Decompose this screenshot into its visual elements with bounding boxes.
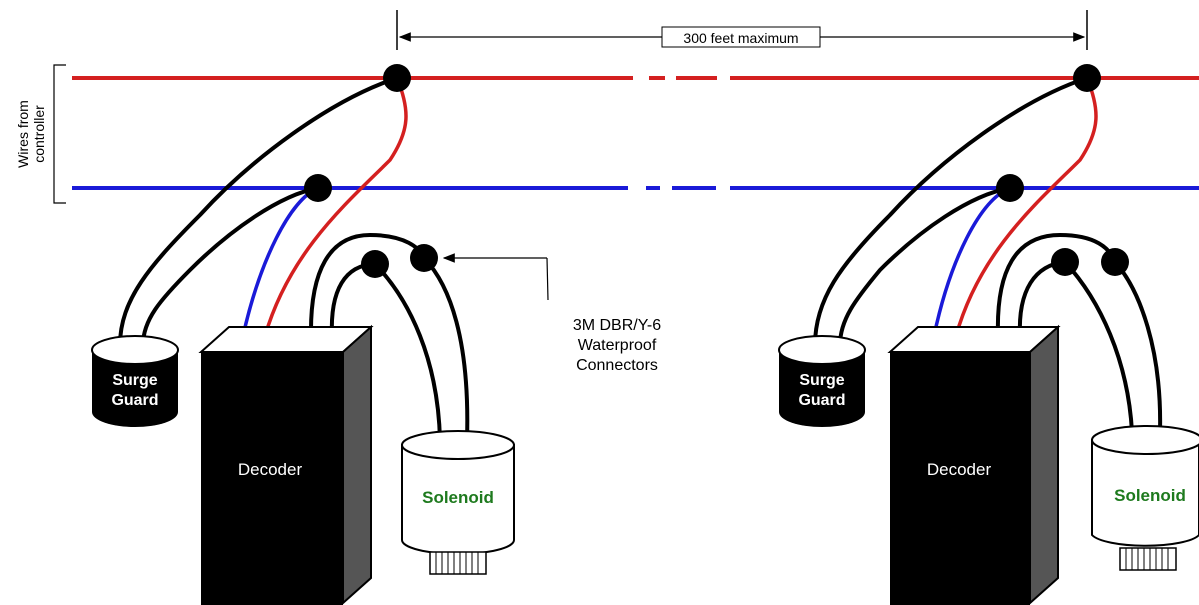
surge-guard-label-line1: Surge <box>799 372 844 389</box>
solenoid-label: Solenoid <box>1114 486 1186 505</box>
dimension-indicator: 300 feet maximum <box>396 10 1088 50</box>
dimension-label: 300 feet maximum <box>683 30 798 46</box>
unit-2: Surge Guard Decoder Solenoid <box>778 64 1199 605</box>
surge-guard-label-line2: Guard <box>798 392 845 409</box>
splice-connector <box>1051 248 1079 276</box>
callout-line1: 3M DBR/Y-6 <box>573 317 661 334</box>
solenoid: Solenoid <box>401 430 515 575</box>
surge-guard: Surge Guard <box>778 335 866 427</box>
connector-callout: 3M DBR/Y-6 Waterproof Connectors <box>442 253 661 374</box>
decoder-label: Decoder <box>927 460 992 479</box>
callout-line3: Connectors <box>576 357 658 374</box>
solenoid-label: Solenoid <box>422 488 494 507</box>
surge-guard-label-line1: Surge <box>112 372 157 389</box>
unit-1: Surge Guard Decoder Solenoid <box>91 64 515 605</box>
decoder-box: Decoder <box>887 324 1061 605</box>
callout-line2: Waterproof <box>578 337 657 354</box>
surge-guard-label-line2: Guard <box>111 392 158 409</box>
splice-connector <box>1073 64 1101 92</box>
surge-guard: Surge Guard <box>91 335 179 427</box>
decoder-box: Decoder <box>198 324 374 605</box>
splice-connector <box>410 244 438 272</box>
splice-connector <box>361 250 389 278</box>
solenoid: Solenoid <box>1091 425 1199 571</box>
decoder-label: Decoder <box>238 460 303 479</box>
splice-connector <box>304 174 332 202</box>
splice-connector <box>996 174 1024 202</box>
splice-connector <box>383 64 411 92</box>
controller-wires-bracket: Wires from controller <box>15 64 66 204</box>
side-label-line2: controller <box>31 105 47 163</box>
splice-connector <box>1101 248 1129 276</box>
side-label-line1: Wires from <box>15 100 31 168</box>
